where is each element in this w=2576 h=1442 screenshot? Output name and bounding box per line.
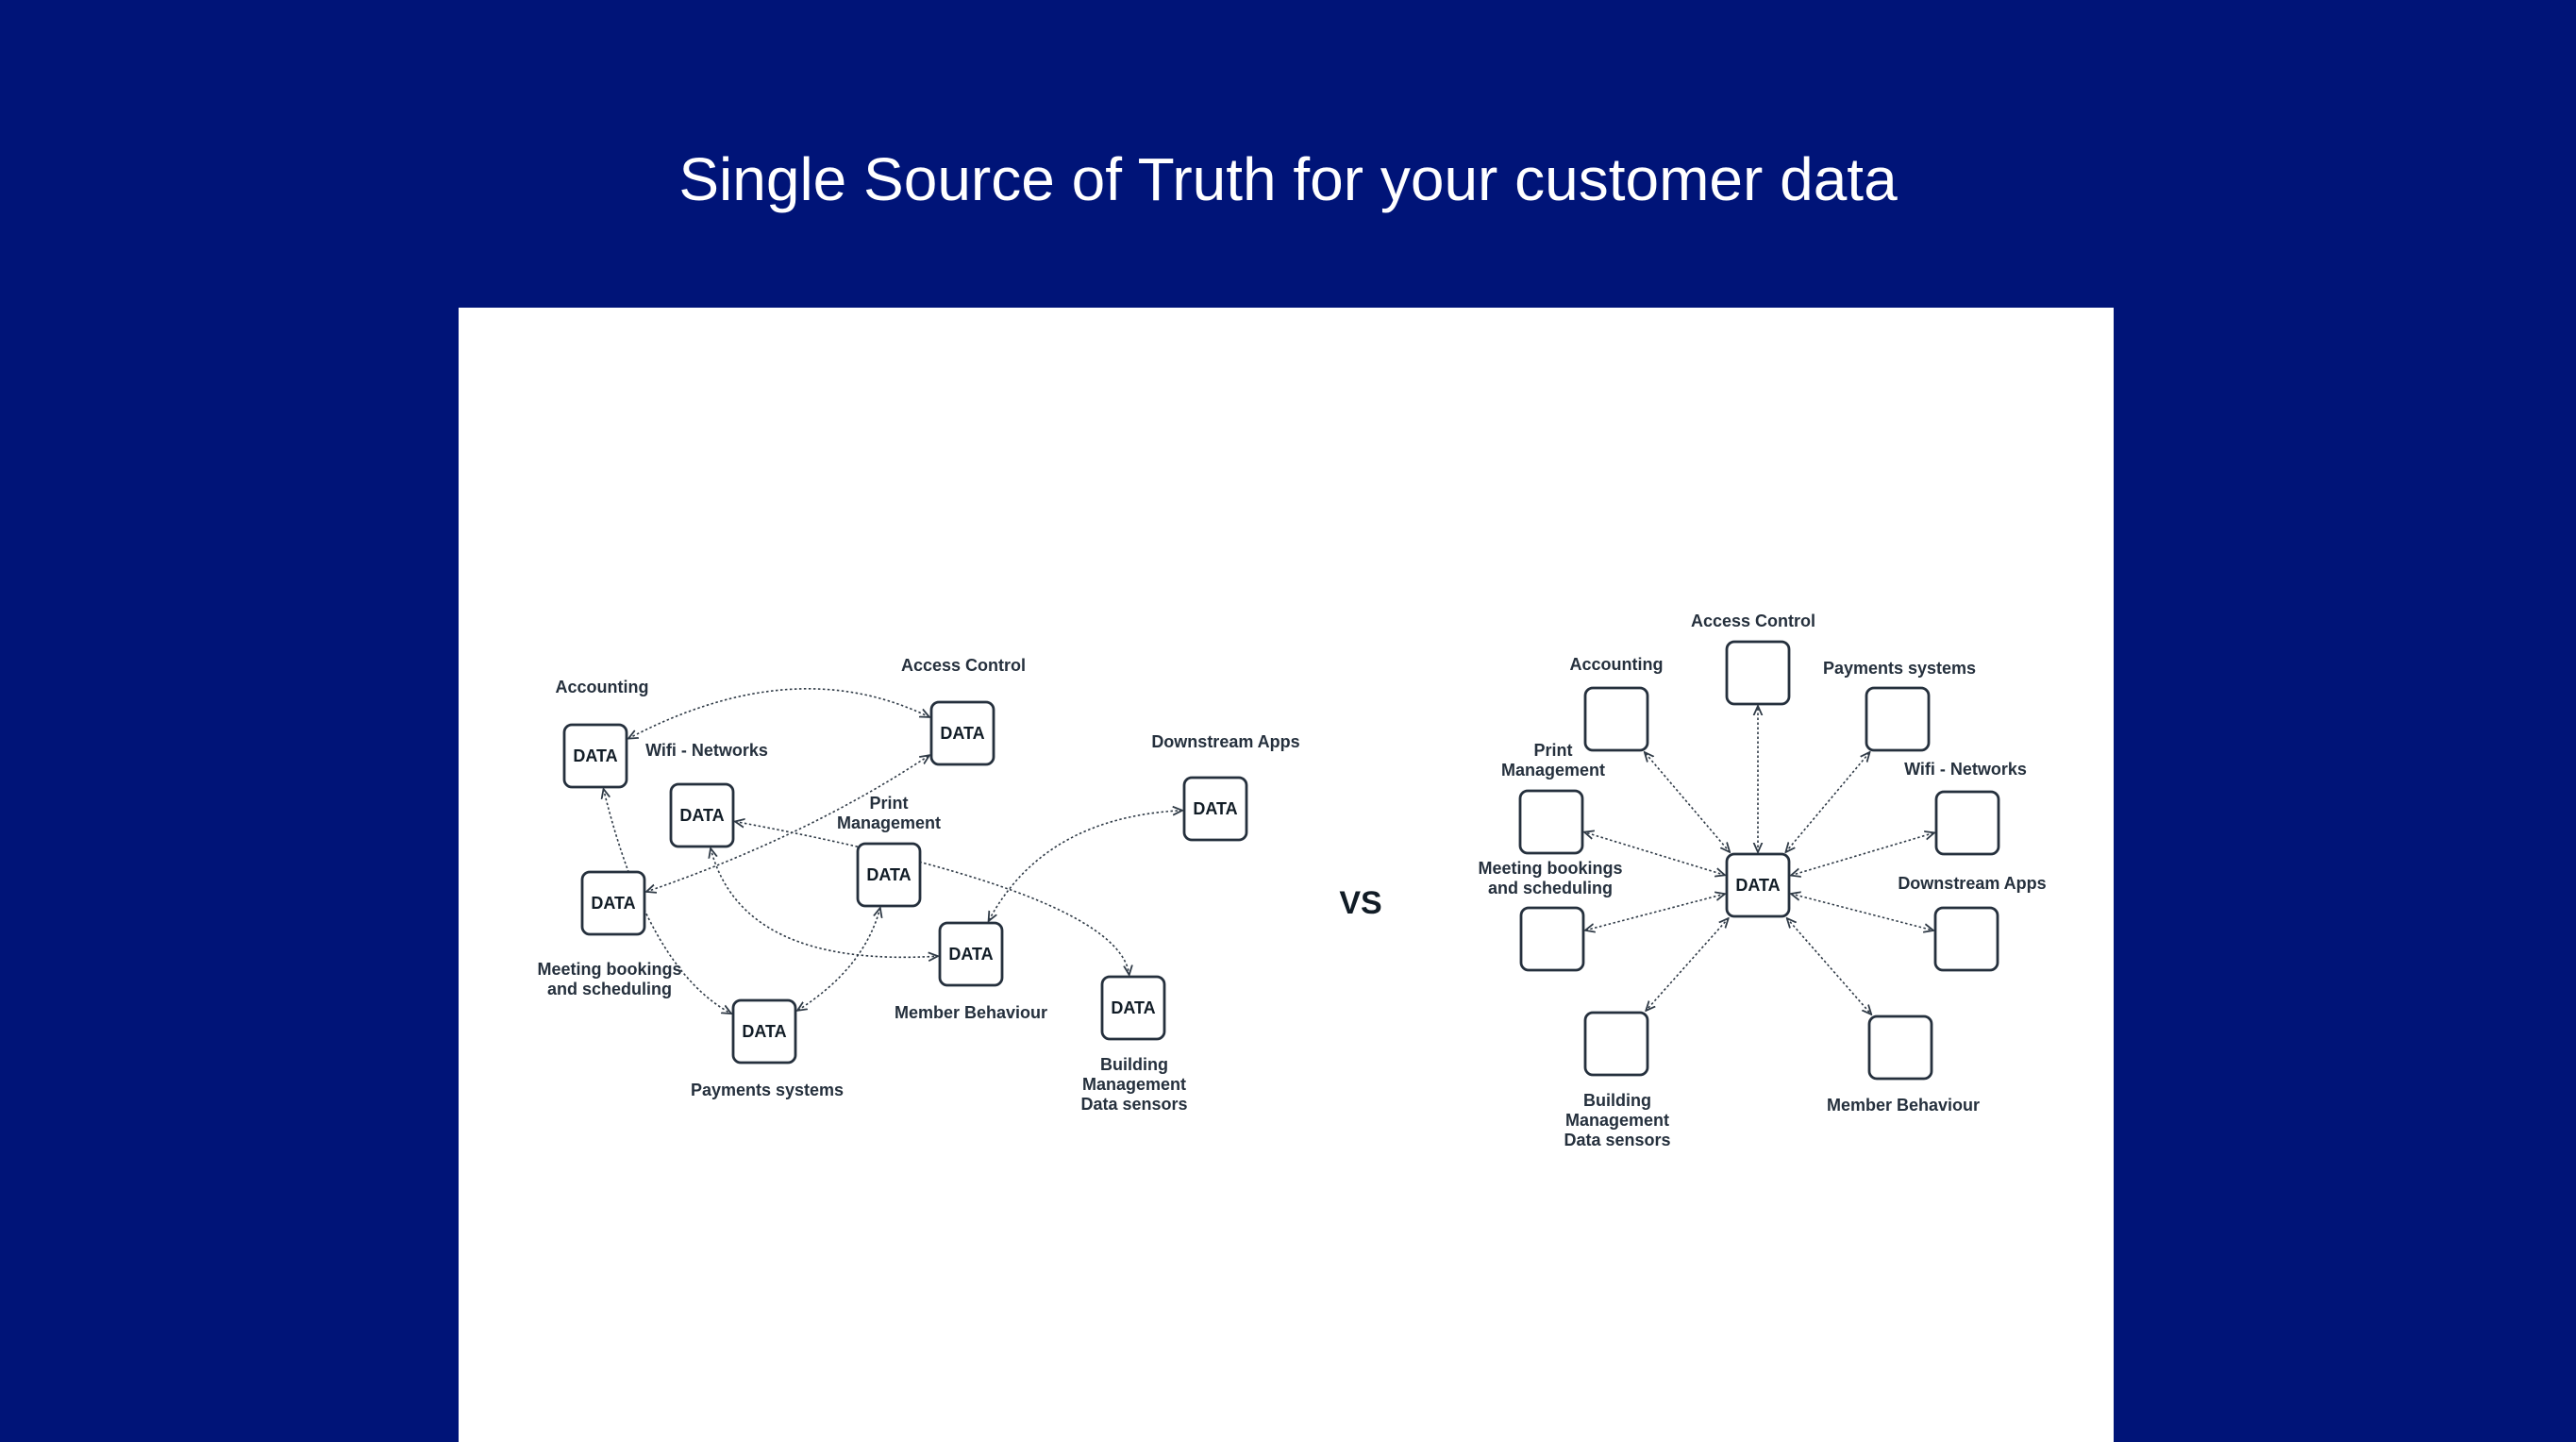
slide-title: Single Source of Truth for your customer… [678, 145, 1898, 213]
right-link-hub-accounting [1645, 752, 1730, 852]
right-hub-node: DATA [1725, 852, 1791, 918]
left-building-node: DATA [1100, 975, 1166, 1041]
left-link-downstream-member [989, 811, 1182, 921]
left-meeting-node: DATA [580, 870, 646, 936]
right-link-hub-wifi [1791, 832, 1934, 875]
left-link-meeting-access [646, 755, 929, 892]
right-print-box [1518, 789, 1584, 855]
left-payments-box [731, 998, 797, 1065]
left-downstream-label: Downstream Apps [1151, 732, 1299, 751]
left-member-label: Member Behaviour [895, 1003, 1047, 1022]
left-meeting-node-text: DATA [591, 894, 635, 913]
left-member-node-text: DATA [948, 945, 993, 964]
right-access-box [1725, 640, 1791, 706]
right-payments-node [1865, 686, 1931, 752]
left-downstream-box [1182, 776, 1248, 842]
right-accounting-node [1583, 686, 1649, 752]
right-link-hub-member [1787, 918, 1872, 1014]
left-payments-node-text: DATA [742, 1022, 786, 1041]
right-link-hub-meeting [1585, 894, 1725, 931]
right-link-hub-payments [1785, 752, 1869, 852]
left-downstream-node: DATA [1182, 776, 1248, 842]
right-access-node [1725, 640, 1791, 706]
left-payments-label: Payments systems [691, 1081, 844, 1099]
right-building-node [1583, 1011, 1649, 1077]
right-wifi-box [1934, 790, 2000, 856]
left-accounting-label: Accounting [556, 678, 649, 696]
right-link-hub-building [1646, 918, 1729, 1011]
right-wifi-node [1934, 790, 2000, 856]
left-member-node: DATA [938, 921, 1004, 987]
left-building-box [1100, 975, 1166, 1041]
right-accounting-box [1583, 686, 1649, 752]
left-downstream-node-text: DATA [1193, 799, 1237, 818]
right-meeting-node [1519, 906, 1585, 972]
right-accounting-label: Accounting [1570, 655, 1664, 674]
right-member-label: Member Behaviour [1827, 1096, 1980, 1115]
node-layer: DATA DATA DATA DATA DATA DATA DATA DATA DATA DATA [562, 640, 2000, 1081]
left-access-node: DATA [929, 700, 995, 766]
right-downstream-node [1933, 906, 1999, 972]
right-access-label: Access Control [1691, 612, 1815, 630]
right-hub-box [1725, 852, 1791, 918]
left-link-wifi-building [735, 821, 1129, 975]
right-hub-node-text: DATA [1735, 876, 1780, 895]
left-building-node-text: DATA [1111, 998, 1155, 1017]
left-meeting-box [580, 870, 646, 936]
left-member-box [938, 921, 1004, 987]
left-wifi-node: DATA [669, 782, 735, 848]
right-member-box [1867, 1014, 1933, 1081]
left-wifi-node-text: DATA [679, 806, 724, 825]
vs-separator: VS [1339, 885, 1381, 921]
left-payments-node: DATA [731, 998, 797, 1065]
right-meeting-box [1519, 906, 1585, 972]
left-access-node-text: DATA [940, 724, 984, 743]
connector-layer [604, 688, 1934, 1014]
right-member-node [1867, 1014, 1933, 1081]
left-accounting-box [562, 723, 628, 789]
right-downstream-box [1933, 906, 1999, 972]
left-link-print-payments [797, 908, 880, 1011]
left-print-node: DATA [856, 842, 922, 908]
right-link-hub-downstream [1791, 894, 1933, 931]
left-print-box [856, 842, 922, 908]
left-accounting-node-text: DATA [573, 746, 617, 765]
left-print-node-text: DATA [866, 865, 911, 884]
left-wifi-label: Wifi - Networks [645, 741, 768, 760]
right-downstream-label: Downstream Apps [1898, 874, 2046, 893]
left-access-label: Access Control [901, 656, 1026, 675]
right-wifi-label: Wifi - Networks [1904, 760, 2027, 779]
right-payments-label: Payments systems [1823, 659, 1976, 678]
left-accounting-node: DATA [562, 723, 628, 789]
left-wifi-box [669, 782, 735, 848]
right-print-node [1518, 789, 1584, 855]
right-link-hub-print [1584, 832, 1725, 876]
left-link-accounting-payments [604, 789, 731, 1014]
right-building-box [1583, 1011, 1649, 1077]
left-link-accounting-access [628, 688, 929, 739]
left-access-box [929, 700, 995, 766]
right-payments-box [1865, 686, 1931, 752]
